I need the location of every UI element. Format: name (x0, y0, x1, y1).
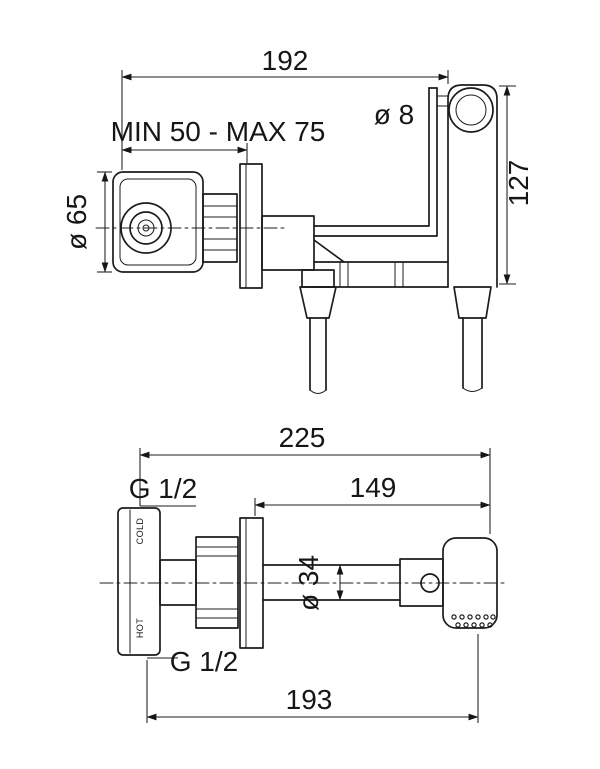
dim-text-d34: ø 34 (293, 555, 324, 611)
cartridge-side (202, 193, 238, 263)
dim-text-127: 127 (503, 160, 534, 207)
hose-right (453, 286, 492, 392)
dim-text-g12-bottom: G 1/2 (170, 646, 238, 677)
shower-head-side (448, 87, 494, 133)
holder-knob (420, 573, 440, 593)
wall-plate-side (112, 171, 204, 273)
handle-end (120, 202, 172, 254)
cartridge-plan (195, 536, 239, 629)
wall-flange-side (239, 163, 263, 289)
shower-head-plan (442, 537, 498, 629)
dim-text-d65: ø 65 (61, 194, 92, 250)
dim-text-minmax: MIN 50 - MAX 75 (111, 116, 326, 147)
side-view-dimensions: 192 MIN 50 - MAX 75 ø 8 127 ø 65 (61, 45, 534, 285)
dim-text-g12-top: G 1/2 (129, 473, 197, 504)
plan-view-dimensions: 225 G 1/2 149 ø 34 G 1/2 193 COLD HOT (129, 422, 491, 723)
dim-text-d8: ø 8 (374, 99, 414, 130)
mixer-body (261, 215, 315, 271)
body-transition (313, 239, 345, 263)
spout-pipe-plan (262, 564, 401, 601)
wall-flange-plan (239, 517, 264, 649)
riser-pipe (313, 87, 449, 237)
side-view-geometry (95, 84, 498, 394)
cold-inlet-label: COLD (135, 518, 145, 545)
dim-text-149: 149 (350, 472, 397, 503)
shower-column (447, 84, 498, 288)
plan-view-geometry (99, 507, 509, 656)
hose-left (299, 269, 337, 394)
hot-inlet-label: HOT (135, 618, 145, 638)
dim-text-193: 193 (286, 684, 333, 715)
dim-text-225: 225 (279, 422, 326, 453)
spray-nozzles (451, 614, 496, 628)
wall-plate-inner (119, 178, 197, 266)
dim-text-192: 192 (262, 45, 309, 76)
valve-stub (159, 559, 197, 606)
